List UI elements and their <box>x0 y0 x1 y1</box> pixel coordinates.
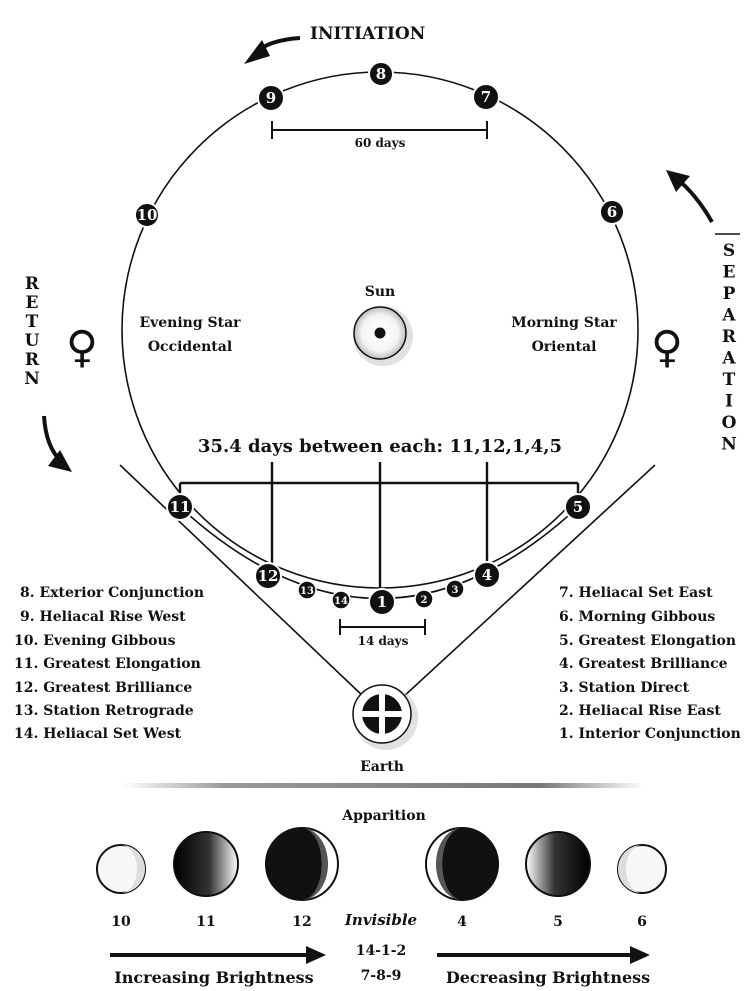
invisible-label: Invisible <box>344 911 417 929</box>
invisible-numbers-2: 7-8-9 <box>361 968 402 984</box>
list-item: 9. Heliacal Rise West <box>20 609 186 625</box>
list-item: 10. Evening Gibbous <box>14 633 176 649</box>
list-item: 8. Exterior Conjunction <box>20 585 204 601</box>
increasing-label: Increasing Brightness <box>114 968 313 987</box>
occidental-label: Occidental <box>148 339 232 355</box>
svg-text:2: 2 <box>421 595 428 606</box>
sun-center-dot <box>375 328 386 339</box>
orbit-point-14: 14 <box>332 591 350 609</box>
svg-text:5: 5 <box>573 498 583 516</box>
phase-11-icon <box>174 832 238 896</box>
list-item: 11. Greatest Elongation <box>14 656 201 672</box>
svg-text:1: 1 <box>377 593 387 611</box>
orbit-point-5: 5 <box>565 494 591 520</box>
brush-divider <box>122 783 644 788</box>
right-list: 7. Heliacal Set East 6. Morning Gibbous … <box>559 585 741 742</box>
list-item: 5. Greatest Elongation <box>559 633 736 649</box>
list-item: 4. Greatest Brilliance <box>559 656 728 672</box>
earth-label: Earth <box>360 759 404 775</box>
orbit-point-8: 8 <box>369 62 393 86</box>
phase-number: 11 <box>196 914 215 930</box>
svg-text:9: 9 <box>266 89 276 107</box>
orbit-point-12: 12 <box>255 563 281 589</box>
orbit-point-6: 6 <box>600 200 624 224</box>
phase-number: 6 <box>637 914 647 930</box>
orbit-point-4: 4 <box>474 562 500 588</box>
svg-text:12: 12 <box>258 567 279 585</box>
svg-text:3: 3 <box>452 585 459 596</box>
earth-symbol-icon <box>362 694 402 734</box>
list-item: 3. Station Direct <box>559 680 690 696</box>
venus-symbol-left-icon: ♀ <box>66 322 98 373</box>
phase-number: 12 <box>292 914 311 930</box>
orbit-point-9: 9 <box>258 85 284 111</box>
sun-label: Sun <box>365 284 395 300</box>
orbit-point-11: 11 <box>167 494 193 520</box>
evening-star-label: Evening Star <box>139 315 241 331</box>
sixty-days-label: 60 days <box>355 136 406 150</box>
phase-12-icon <box>266 828 338 900</box>
orbit-point-3: 3 <box>446 580 464 598</box>
phase-number: 5 <box>553 914 563 930</box>
phase-4-icon <box>426 828 498 900</box>
list-item: 2. Heliacal Rise East <box>559 703 721 719</box>
return-arrowhead-icon <box>48 450 72 472</box>
list-item: 6. Morning Gibbous <box>559 609 715 625</box>
svg-text:11: 11 <box>170 498 191 516</box>
orbit-point-1: 1 <box>369 589 395 615</box>
svg-text:7: 7 <box>481 88 491 106</box>
phase-6-icon <box>618 845 666 893</box>
orbit-point-13: 13 <box>298 581 316 599</box>
phase-5-icon <box>526 832 590 896</box>
list-item: 12. Greatest Brilliance <box>14 680 192 696</box>
synodic-note: 35.4 days between each: 11,12,1,4,5 <box>198 436 562 457</box>
svg-text:6: 6 <box>607 203 617 221</box>
svg-text:4: 4 <box>482 566 492 584</box>
apparition-label: Apparition <box>341 808 426 824</box>
increasing-arrowhead-icon <box>306 946 326 964</box>
invisible-numbers-1: 14-1-2 <box>356 943 407 959</box>
list-item: 7. Heliacal Set East <box>559 585 713 601</box>
left-list: 8. Exterior Conjunction 9. Heliacal Rise… <box>14 585 204 742</box>
decreasing-arrowhead-icon <box>630 946 650 964</box>
orbit-point-7: 7 <box>473 84 499 110</box>
list-item: 1. Interior Conjunction <box>559 726 741 742</box>
venus-symbol-right-icon: ♀ <box>651 322 683 373</box>
svg-text:14: 14 <box>334 596 348 607</box>
phase-10-icon <box>97 845 145 893</box>
phase-number: 10 <box>111 914 131 930</box>
svg-text:8: 8 <box>376 65 386 83</box>
orbit-point-2: 2 <box>415 590 433 608</box>
orbit-point-10: 10 <box>135 203 159 227</box>
decreasing-label: Decreasing Brightness <box>446 968 650 987</box>
morning-star-label: Morning Star <box>511 315 617 331</box>
oriental-label: Oriental <box>532 339 597 355</box>
svg-text:10: 10 <box>137 206 158 224</box>
phase-number: 4 <box>457 914 467 930</box>
list-item: 13. Station Retrograde <box>14 703 194 719</box>
list-item: 14. Heliacal Set West <box>14 726 182 742</box>
initiation-label: INITIATION <box>310 24 425 44</box>
fourteen-days-label: 14 days <box>358 634 409 648</box>
svg-text:13: 13 <box>300 586 314 597</box>
